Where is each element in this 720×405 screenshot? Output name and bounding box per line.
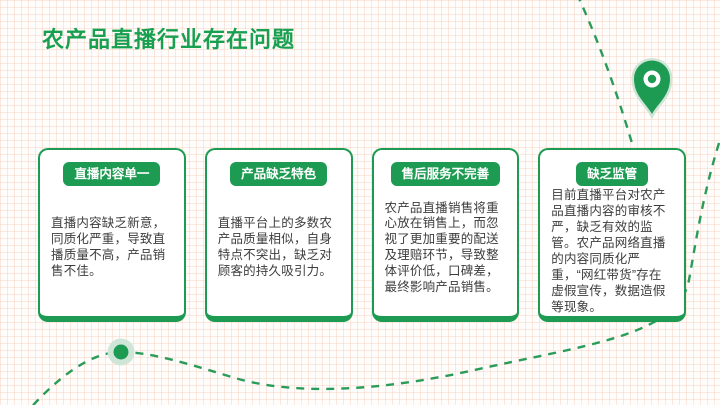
- card-body: 农产品直播销售将重心放在销售上，而忽视了更加重要的配送及理赔环节，导致整体评价低…: [374, 186, 518, 316]
- page-title: 农产品直播行业存在问题: [42, 27, 296, 52]
- card-badge: 售后服务不完善: [390, 162, 501, 187]
- card-badge: 缺乏监管: [576, 162, 649, 187]
- dashed-curve-top-right: [578, 0, 636, 151]
- card-badge: 产品缺乏特色: [230, 162, 328, 187]
- card-row: 直播内容单一 直播内容缺乏新意，同质化严重，导致直播质量不高，产品销售不佳。 产…: [38, 148, 686, 322]
- card-live-content-monotonous: 直播内容单一 直播内容缺乏新意，同质化严重，导致直播质量不高，产品销售不佳。: [38, 148, 186, 322]
- card-body: 直播平台上的多数农产品质量相似，自身特点不突出，缺乏对顾客的持久吸引力。: [207, 186, 351, 316]
- card-badge: 直播内容单一: [63, 162, 161, 187]
- card-body: 目前直播平台对农产品直播内容的审核不严，缺乏有效的监管。农产品网络直播的内容同质…: [540, 186, 684, 323]
- map-pin-icon: [631, 58, 673, 120]
- card-text: 直播平台上的多数农产品质量相似，自身特点不突出，缺乏对顾客的持久吸引力。: [217, 216, 333, 279]
- circle-node-icon: [107, 338, 135, 366]
- card-body: 直播内容缺乏新意，同质化严重，导致直播质量不高，产品销售不佳。: [40, 186, 184, 316]
- card-aftersales-incomplete: 售后服务不完善 农产品直播销售将重心放在销售上，而忽视了更加重要的配送及理赔环节…: [371, 148, 520, 322]
- card-text: 直播内容缺乏新意，同质化严重，导致直播质量不高，产品销售不佳。: [51, 216, 166, 279]
- card-product-lacks-features: 产品缺乏特色 直播平台上的多数农产品质量相似，自身特点不突出，缺乏对顾客的持久吸…: [204, 148, 353, 322]
- card-lack-of-supervision: 缺乏监管 目前直播平台对农产品直播内容的审核不严，缺乏有效的监管。农产品网络直播…: [538, 148, 686, 322]
- card-text: 目前直播平台对农产品直播内容的审核不严，缺乏有效的监管。农产品网络直播的内容同质…: [551, 188, 666, 314]
- card-text: 农产品直播销售将重心放在销售上，而忽视了更加重要的配送及理赔环节，导致整体评价低…: [384, 200, 499, 294]
